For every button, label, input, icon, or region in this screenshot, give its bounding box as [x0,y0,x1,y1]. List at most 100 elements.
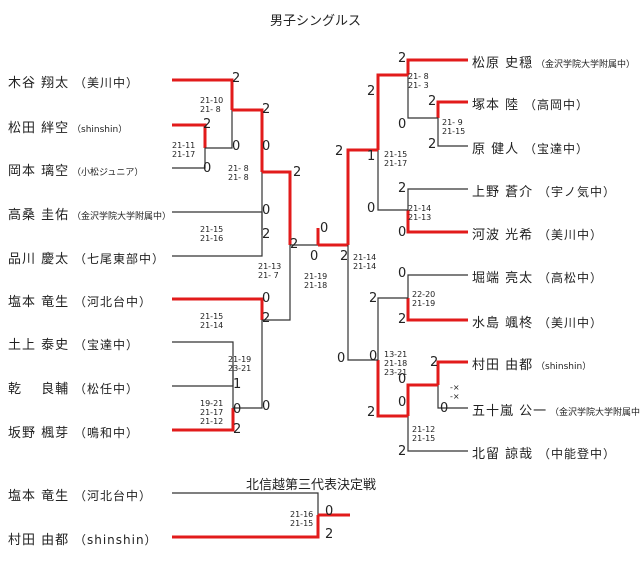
win-count: 0 [203,161,212,176]
player-name: 岡本 璃空 [8,164,70,179]
win-count: 2 [262,227,271,242]
player-team: （金沢学院大学附属中） [69,212,172,222]
bracket-line [172,148,206,169]
win-count: 2 [262,102,271,117]
player-team: （鳴和中） [69,426,139,440]
bracket-line [376,360,408,418]
left-player-9: 坂野 楓芽 （鳴和中） [8,422,139,441]
left-player-3: 岡本 璃空 （小松ジュニア） [8,160,143,179]
match-score: 21-15 21-16 [200,225,224,243]
win-count: 2 [367,405,376,420]
win-count: 2 [428,94,437,109]
player-team: （小松ジュニア） [69,168,144,178]
left-player-5: 品川 慶太 （七尾東部中） [8,248,165,267]
bracket-line [407,416,468,452]
match-score: 13-21 21-18 23-21 [384,350,408,377]
player-name: 水島 颯柊 [472,316,534,331]
right-player-6: 堀端 亮太 （高松中） [472,267,603,286]
bracket-line [377,297,408,360]
bracket-line [262,170,292,245]
match-score: -× -× [450,383,460,401]
match-score: 21-16 21-15 [290,510,314,528]
bracket-line [172,515,320,539]
player-name: 北留 諒哉 [472,447,534,462]
bracket-line [172,297,264,320]
player-name: 木谷 翔太 [8,76,70,91]
match-score: 21-19 21-18 [304,272,328,290]
bracket-line [172,408,235,432]
left-player-2: 松田 絆空 （shinshin） [8,117,127,136]
bracket-line [172,365,234,387]
win-count: 0 [367,201,376,216]
match-score: 21- 9 21-15 [442,118,466,136]
player-team: （七尾東部中） [69,252,165,266]
player-name: 坂野 楓芽 [8,426,70,441]
match-score: 21- 8 21- 8 [228,164,249,182]
player-name: 原 健人 [472,142,520,157]
player-team: （美川中） [533,316,603,330]
win-count: 0 [398,372,407,387]
player-name: 品川 慶太 [8,252,70,267]
match-score: 21-15 21-14 [200,312,224,330]
right-player-4: 上野 蒼介 （宇ノ気中） [472,181,616,200]
bracket-line [406,298,468,322]
win-count: 0 [398,266,407,281]
player-name: 河波 光希 [472,228,534,243]
playoff-player-2: 村田 由都 （shinshin） [8,529,158,548]
player-team: （宝達中） [519,142,589,156]
player-team: （金沢学院大学附属中） [533,60,636,70]
player-team: （shinshin） [69,125,128,135]
win-count: 0 [262,203,271,218]
player-name: 土上 泰史 [8,338,70,353]
bracket-line [407,188,468,210]
bracket-line [347,245,378,361]
win-count: 0 [320,221,329,236]
match-score: 21-12 21-15 [412,425,436,443]
win-count: 0 [310,249,319,264]
player-name: 乾 良輔 [8,382,70,397]
playoff-title: 北信越第三代表決定戦 [246,478,377,493]
match-score: 21-11 21-17 [172,141,196,159]
match-score: 21-19 23-21 [228,355,252,373]
win-count: 0 [398,225,407,240]
right-player-10: 北留 諒哉 （中能登中） [472,443,616,462]
win-count: 0 [398,395,407,410]
match-score: 21-14 21-13 [408,204,432,222]
player-team: （河北台中） [69,295,152,309]
win-count: 2 [335,144,344,159]
win-count: 2 [293,165,302,180]
bracket-line [232,108,264,172]
win-count: 2 [398,51,407,66]
win-count: 0 [325,504,334,519]
player-team: （河北台中） [69,489,152,503]
win-count: 0 [262,139,271,154]
left-player-1: 木谷 翔太 （美川中） [8,72,139,91]
bracket-line [437,118,468,147]
right-player-7: 水島 颯柊 （美川中） [472,312,603,331]
bracket-line [172,492,319,515]
win-count: 2 [430,355,439,370]
bracket-line [437,385,468,409]
match-score: 21-13 21- 7 [258,262,282,280]
win-count: 2 [398,444,407,459]
player-team: （宝達中） [69,338,139,352]
right-player-1: 松原 史穏 （金沢学院大学附属中） [472,52,635,71]
win-count: 2 [232,71,241,86]
player-team: （美川中） [69,76,139,90]
player-name: 松原 史穏 [472,56,534,71]
player-name: 塚本 陸 [472,98,520,113]
win-count: 0 [398,117,407,132]
win-count: 0 [262,291,271,306]
win-count: 2 [325,527,334,542]
bracket-line [172,235,263,257]
player-team: （shinshin） [533,362,592,372]
bracket-line [233,320,263,409]
win-count: 2 [367,84,376,99]
page-title: 男子シングルス [270,14,362,29]
player-name: 塩本 竜生 [8,295,70,310]
player-team: （高岡中） [519,98,589,112]
match-score: 21- 8 21- 3 [408,72,429,90]
playoff-player-1: 塩本 竜生 （河北台中） [8,485,152,504]
match-score: 19-21 21-17 21-12 [200,399,224,426]
